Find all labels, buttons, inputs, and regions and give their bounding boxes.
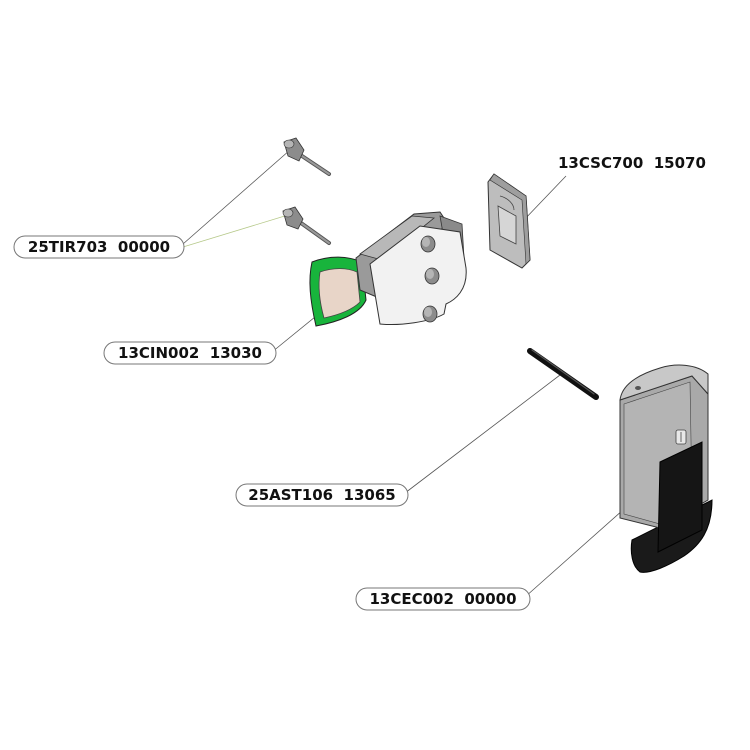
leader-screws-lower [182,214,289,248]
leader-pin [404,374,561,494]
strike-plate-icon [487,173,531,269]
label-screws-text: 25TIR703 00000 [28,238,170,256]
screw-icon [282,206,331,245]
label-screws: 25TIR703 00000 [13,235,185,259]
label-strike: 13CSC700 15070 [558,154,706,172]
label-housing: 13CEC002 00000 [355,587,531,611]
label-pin: 25AST106 13065 [235,483,409,507]
label-insert-text: 13CIN002 13030 [118,344,262,362]
pin-icon [527,348,599,400]
label-pin-text: 25AST106 13065 [248,486,395,504]
leader-screws-upper [182,149,291,245]
label-housing-text: 13CEC002 00000 [369,590,516,608]
screw-icon [283,137,331,176]
latch-insert-icon [309,211,467,327]
latch-housing-icon [619,364,713,573]
leader-strike [521,175,567,223]
label-strike-text: 13CSC700 15070 [558,154,706,172]
label-insert: 13CIN002 13030 [103,341,277,365]
